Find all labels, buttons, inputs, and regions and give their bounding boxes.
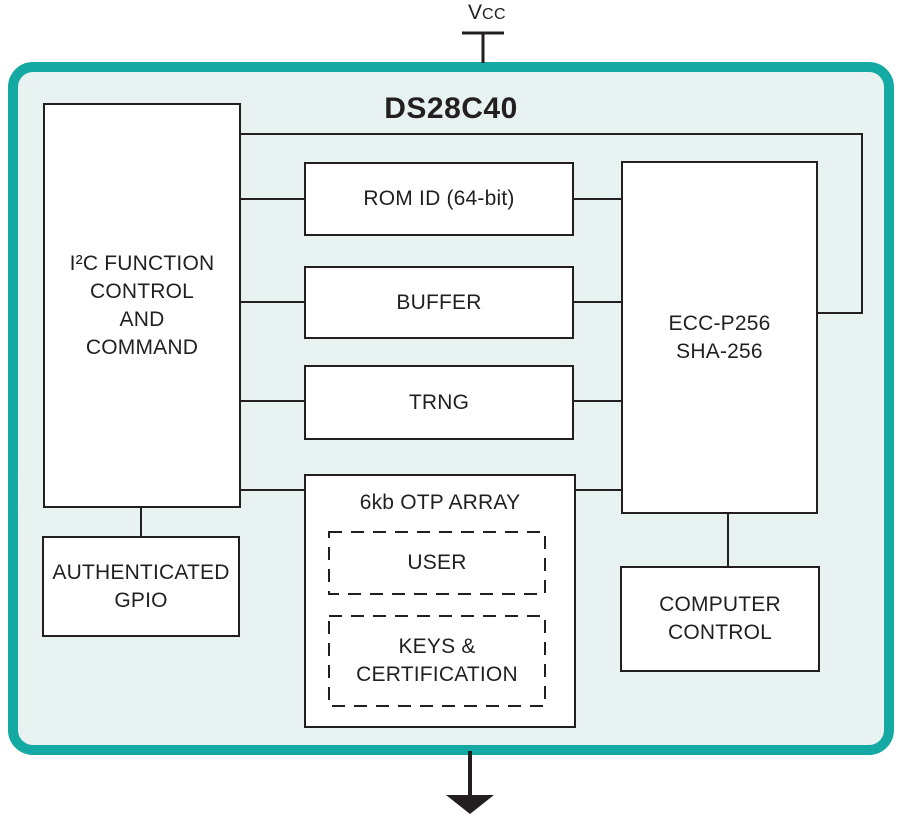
rom-id-block-rect xyxy=(304,162,574,236)
buffer-block-label: BUFFER xyxy=(396,290,482,314)
connector-i2c-to-ecc-right xyxy=(240,133,863,314)
chip-title: DS28C40 xyxy=(384,92,518,125)
vcc-label-sub: CC xyxy=(481,6,507,23)
otp-dashed-rects xyxy=(328,531,546,707)
ecc-block-rect xyxy=(621,161,818,514)
power-rail-icon xyxy=(462,31,504,63)
otp-user-dashed-rect xyxy=(328,531,546,595)
block-rects xyxy=(42,103,820,728)
computer-control-block-rect xyxy=(620,566,820,672)
vcc-label-main: V xyxy=(467,1,482,24)
gpio-block-rect xyxy=(42,536,240,637)
connector-lines xyxy=(140,133,863,567)
down-arrow-icon xyxy=(446,751,494,814)
i2c-block-label: I²C FUNCTION CONTROL AND COMMAND xyxy=(69,251,215,359)
computer-control-block-label: COMPUTER CONTROL xyxy=(659,593,781,644)
trng-block-label: TRNG xyxy=(408,390,470,414)
trng-block-rect xyxy=(304,365,574,440)
otp-keys-label: KEYS & CERTIFICATION xyxy=(356,635,518,686)
otp-user-label: USER xyxy=(407,551,467,574)
down-arrow-head xyxy=(446,795,494,814)
gpio-block-label: AUTHENTICATED GPIO xyxy=(52,560,230,612)
i2c-block-rect xyxy=(43,103,241,508)
otp-array-block-label: 6kb OTP ARRAY xyxy=(359,491,521,514)
buffer-block-rect xyxy=(304,266,574,339)
otp-array-block-rect xyxy=(304,474,576,728)
ecc-block-label: ECC-P256 SHA-256 xyxy=(668,311,771,363)
rom-id-block-label: ROM ID (64-bit) xyxy=(363,187,515,210)
